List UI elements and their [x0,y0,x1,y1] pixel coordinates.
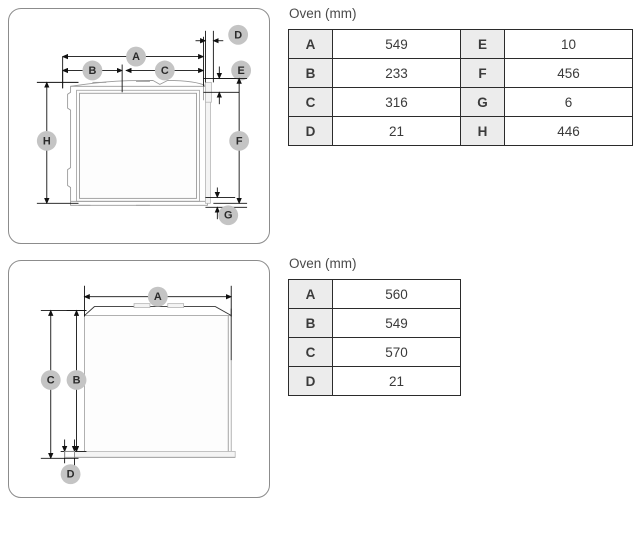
badge-e-top [231,60,252,81]
badge-f-top [229,130,250,151]
table-row: C 316 G 6 [288,87,633,117]
cell-key: D [288,366,333,396]
badge-c-top [154,60,175,81]
dimension-d-bottom: D [60,439,81,485]
badge-a-bottom-label: A [154,291,162,303]
cell-key: C [288,337,333,367]
dimension-g-top: G [205,187,248,226]
table-title-bottom: Oven (mm) [289,256,357,271]
badge-e-top-label: E [237,65,244,77]
table-row: B 233 F 456 [288,58,633,88]
badge-b-bottom [66,370,87,390]
table-row: A 560 [288,279,461,309]
badge-a-top-label: A [132,51,140,63]
badge-c-top-label: C [161,65,169,77]
cell-value: 316 [332,87,461,117]
dimension-e-top: E [203,60,252,105]
dimension-c-top: C [125,60,205,81]
badge-c-bottom-label: C [47,374,55,386]
oven-body-outline [67,79,212,206]
badge-d-top [228,24,249,45]
badge-a-top [126,46,146,67]
badge-h-top [36,130,57,151]
badge-f-top-label: F [236,135,243,147]
dimension-c-bottom: C [40,309,87,460]
cell-key: F [460,58,505,88]
cell-value: 456 [504,58,633,88]
cell-key: E [460,29,505,59]
dimension-f-top: F [213,77,250,205]
cell-key: D [288,116,333,146]
dimension-d-top: D [195,24,249,83]
cell-value: 10 [504,29,633,59]
cell-value: 549 [332,308,461,338]
oven-front-view-drawing: A B C D [40,285,236,485]
cell-value: 560 [332,279,461,309]
cell-key: A [288,29,333,59]
dimension-b-bottom: B [60,309,87,453]
dimension-a-top: A [61,36,205,89]
badge-a-bottom [147,286,168,307]
badge-g-top-label: G [224,210,232,222]
badge-d-bottom-label: D [67,469,75,481]
cell-key: H [460,116,505,146]
badge-c-bottom [40,370,61,390]
cell-value: 446 [504,116,633,146]
dimension-b-top: B [61,60,124,93]
oven-top-view-drawing: A B C D [36,24,252,226]
table-row: D 21 [288,366,461,396]
cell-value: 549 [332,29,461,59]
cell-key: G [460,87,505,117]
dimension-h-top: H [36,81,79,205]
oven-dimensions-table-top: A 549 E 10 B 233 F 456 C 316 G 6 D 21 H [288,29,633,146]
badge-g-top [218,205,239,226]
badge-d-top-label: D [234,29,242,41]
badge-b-top-label: B [88,65,96,77]
oven-dimensions-block-top: Oven (mm) A 549 E 10 B 233 F 456 C 316 G… [288,6,633,146]
cell-key: A [288,279,333,309]
cell-value: 21 [332,116,461,146]
cell-key: C [288,87,333,117]
cell-key: B [288,308,333,338]
table-row: D 21 H 446 [288,116,633,146]
table-row: C 570 [288,337,461,367]
cell-value: 570 [332,337,461,367]
badge-d-bottom [60,464,81,485]
oven-front-view-panel: A B C D [8,260,270,498]
table-row: B 549 [288,308,461,338]
badge-b-bottom-label: B [73,374,81,386]
cell-value: 233 [332,58,461,88]
badge-b-top [82,60,103,81]
badge-h-top-label: H [43,135,51,147]
cell-value: 21 [332,366,461,396]
oven-dimensions-table-bottom: A 560 B 549 C 570 D 21 [288,279,461,396]
oven-front-outline [74,303,236,458]
table-title-top: Oven (mm) [289,6,357,21]
table-row: A 549 E 10 [288,29,633,59]
cell-key: B [288,58,333,88]
oven-dimensions-block-bottom: Oven (mm) A 560 B 549 C 570 D 21 [288,256,461,396]
cell-value: 6 [504,87,633,117]
oven-top-view-panel: A B C D [8,8,270,244]
dimension-a-bottom: A [83,285,233,317]
